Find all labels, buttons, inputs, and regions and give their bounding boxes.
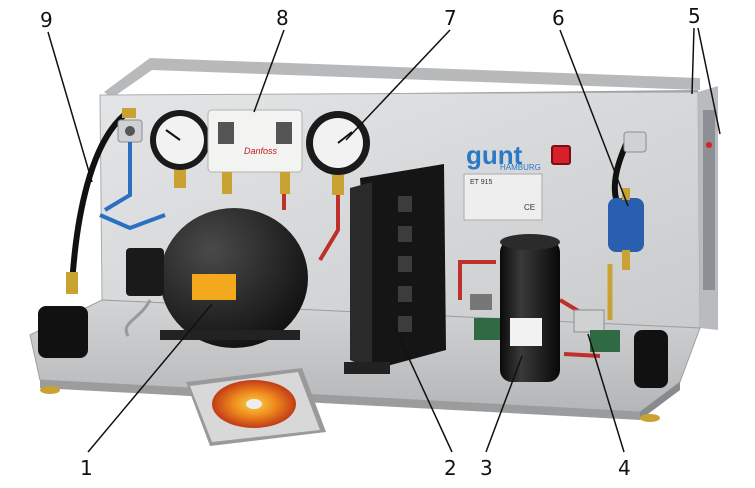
filter-drier-icon	[608, 188, 644, 270]
pressure-gauge-icon	[150, 110, 210, 188]
compressor-icon	[124, 208, 308, 348]
callout-8: 8	[276, 6, 289, 30]
foot-left	[38, 306, 88, 358]
model-label: ET 915	[470, 179, 493, 186]
leader-lines	[47, 27, 721, 453]
pressure-switch-icon: Danfoss	[207, 109, 303, 194]
danfoss-logo: Danfoss	[244, 146, 278, 156]
brand-sub: HAMBURG	[500, 163, 541, 172]
brand-plate: gunt HAMBURG ET 915 CE	[463, 140, 543, 221]
callout-6: 6	[552, 6, 565, 30]
condenser-fan-icon	[344, 164, 446, 374]
callout-5: 5	[688, 4, 701, 28]
side-vent	[703, 110, 715, 290]
foot-right	[634, 330, 668, 388]
cd-disc-icon	[186, 368, 326, 446]
service-valve	[623, 131, 647, 153]
callout-3: 3	[480, 456, 493, 480]
callout-2: 2	[444, 456, 457, 480]
pressure-gauge-icon	[306, 111, 370, 195]
brand-logo: gunt	[466, 140, 523, 170]
hose-icon	[69, 109, 130, 286]
ce-mark: CE	[524, 203, 535, 212]
power-switch-icon[interactable]	[551, 145, 571, 165]
receiver-tank-icon	[500, 234, 560, 382]
callout-9: 9	[40, 8, 53, 32]
callout-1: 1	[80, 456, 93, 480]
callout-4: 4	[618, 456, 631, 480]
callout-7: 7	[444, 6, 457, 30]
solenoid-valve-icon	[474, 318, 504, 340]
expansion-valve-icon	[573, 309, 620, 352]
